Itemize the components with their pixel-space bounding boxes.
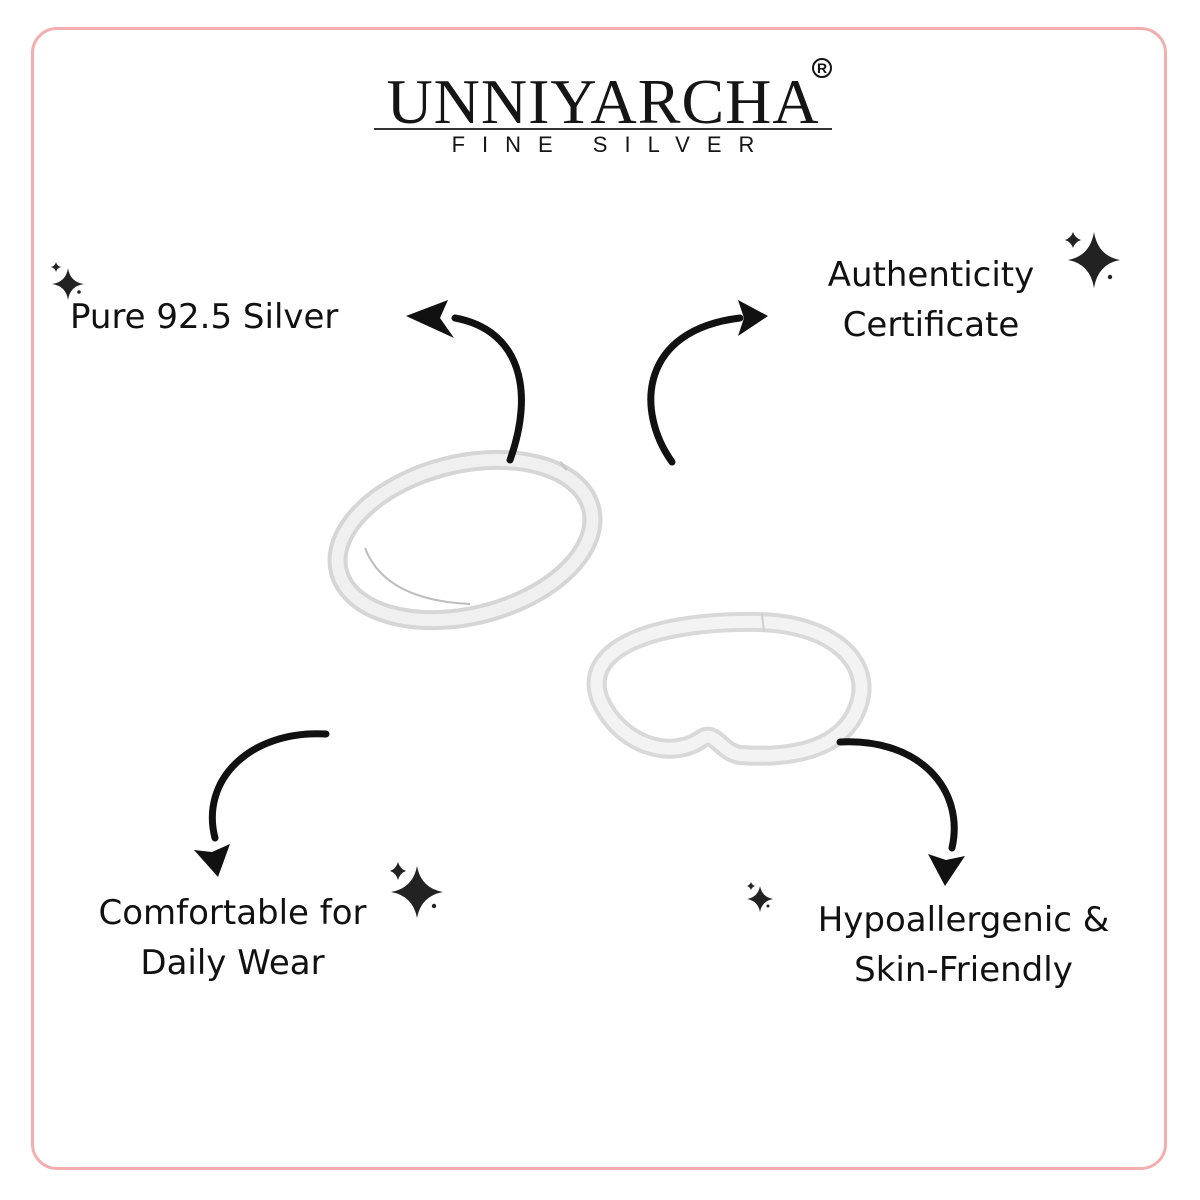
feature-pure-silver: Pure 92.5 Silver [70,297,339,337]
feature-line: Authenticity [827,255,1035,295]
feature-comfortable: Comfortable for Daily Wear [60,888,405,988]
sparkle-icon [51,262,84,300]
curved-arrow-down-icon [836,738,965,886]
sparkle-icon [390,862,443,918]
feature-hypoallergenic: Hypoallergenic & Skin-Friendly [776,895,1151,995]
silver-toe-ring-1 [327,449,603,631]
brand-tagline: FINE SILVER [451,132,772,157]
curved-arrow-right-icon [647,300,768,466]
registered-mark-icon: R [812,58,832,78]
sparkle-icon [747,882,773,912]
feature-line: Hypoallergenic & [817,900,1110,940]
sparkle-icon [1065,232,1120,288]
curved-arrow-down-icon [194,730,330,877]
curved-arrow-left-icon [406,300,525,464]
silver-toe-ring-2 [586,611,872,766]
logo-divider [374,128,832,130]
pink-rounded-frame [31,27,1167,1170]
feature-line: Certificate [842,305,1020,345]
feature-line: Skin-Friendly [854,950,1073,990]
brand-name: UNNIYARCHA [386,66,820,137]
feature-line: Daily Wear [140,943,325,983]
feature-authenticity: Authenticity Certificate [786,250,1076,350]
feature-line: Comfortable for [98,893,367,933]
